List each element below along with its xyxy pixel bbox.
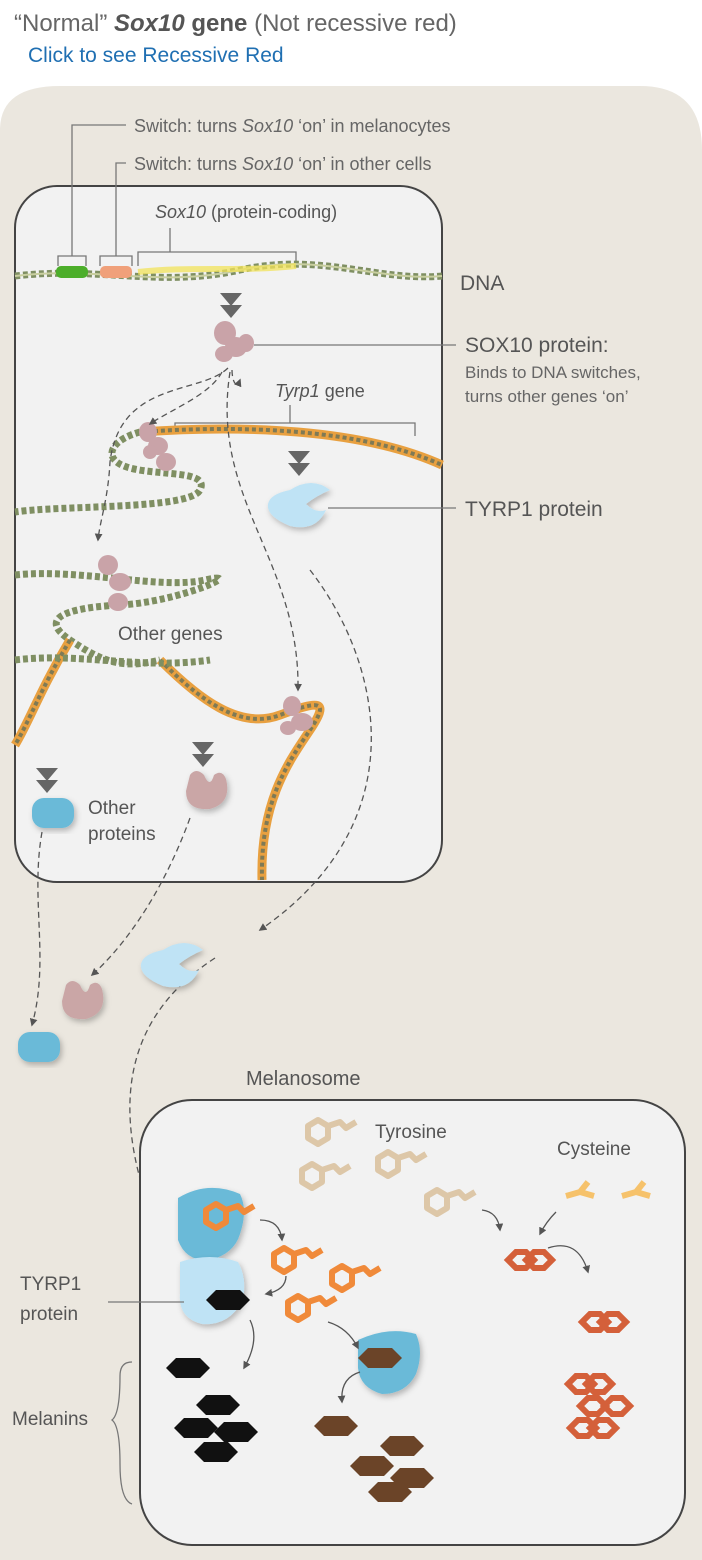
- page-title: “Normal” Sox10 gene (Not recessive red): [14, 10, 457, 37]
- sox10-bound-tyrp1: [139, 422, 176, 471]
- other-protein-pink-nucleus: [186, 771, 228, 810]
- tyrp1-protein-melanosome-label-1: TYRP1: [20, 1274, 81, 1295]
- coding-region-label: Sox10 (protein-coding): [57, 202, 337, 266]
- tyrosine-label: Tyrosine: [375, 1122, 447, 1143]
- sox10-coding-segment: [137, 263, 297, 275]
- switch-melanocytes-label: Switch: turns Sox10 ‘on’ in melanocytes: [71, 116, 451, 256]
- dna-label: DNA: [460, 272, 504, 295]
- orange-intermediates: [203, 1201, 382, 1323]
- cysteine-molecules: [565, 1180, 651, 1199]
- expression-arrows: [36, 293, 310, 793]
- tyrp1-protein-nucleus: [267, 483, 330, 528]
- tyrp1-protein-cytoplasm: [140, 943, 203, 988]
- dna-strand-tyrp1: [14, 424, 444, 516]
- sox10-protein-title: SOX10 protein:: [465, 334, 609, 357]
- other-proteins-label-1: Other: [88, 798, 136, 819]
- sox10-protein-desc-2: turns other genes ‘on’: [465, 387, 629, 406]
- recessive-red-link[interactable]: Click to see Recessive Red: [28, 44, 284, 67]
- tyrp1-protein-melanosome-label-2: protein: [20, 1304, 78, 1325]
- sox10-bound-other-2: [280, 696, 313, 735]
- melanins-label: Melanins: [12, 1409, 88, 1430]
- reaction-arrows: [243, 1209, 590, 1404]
- svg-text:Switch: turns Sox10 ‘on’ in ot: Switch: turns Sox10 ‘on’ in other cells: [134, 154, 432, 174]
- other-genes-label: Other genes: [118, 624, 223, 645]
- nucleus: [14, 185, 443, 883]
- cysteine-label: Cysteine: [557, 1139, 631, 1160]
- dna-strand-top: [14, 260, 443, 281]
- other-protein-pink-cytoplasm: [62, 981, 104, 1020]
- sox10-protein: [214, 321, 254, 362]
- dna-strand-other-genes: [11, 570, 325, 881]
- other-protein-blue-cytoplasm: [18, 1032, 60, 1062]
- tyrp1-protein-label: TYRP1 protein: [465, 498, 603, 521]
- svg-text:Sox10 (protein-coding): Sox10 (protein-coding): [155, 202, 337, 222]
- sox10-protein-desc-1: Binds to DNA switches,: [465, 363, 641, 382]
- svg-text:Tyrp1 gene: Tyrp1 gene: [275, 381, 365, 401]
- brown-melanin: [314, 1348, 434, 1502]
- melanins-brace: [110, 1361, 133, 1505]
- black-melanin: [166, 1290, 258, 1462]
- other-proteins-label-2: proteins: [88, 824, 156, 845]
- melanosome-label: Melanosome: [246, 1068, 361, 1090]
- switch-other-cells-label: Switch: turns Sox10 ‘on’ in other cells: [115, 154, 432, 256]
- melanosome: [139, 1099, 686, 1546]
- sox10-bound-other-1: [98, 555, 131, 611]
- other-protein-blue-nucleus: [32, 798, 74, 828]
- red-melanin: [503, 1249, 635, 1439]
- other-cells-switch-segment: [100, 266, 132, 278]
- tyrosine-molecules: [299, 1117, 477, 1217]
- svg-text:Switch: turns Sox10 ‘on’ in me: Switch: turns Sox10 ‘on’ in melanocytes: [134, 116, 451, 136]
- melanocyte-switch-segment: [56, 266, 88, 278]
